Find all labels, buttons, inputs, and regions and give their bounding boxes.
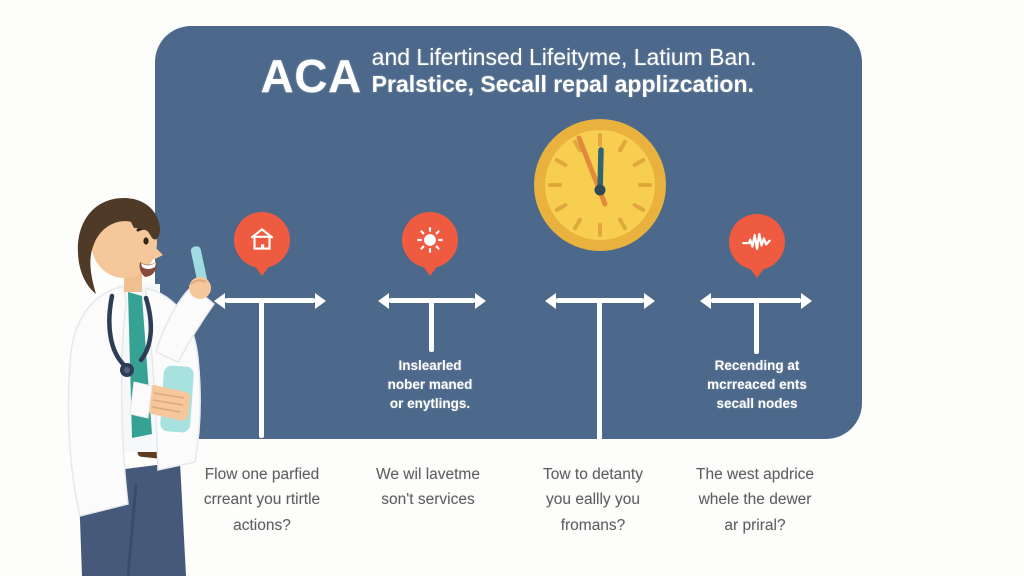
sun-icon [417,227,443,253]
board-note-1: Inslearled nober maned or enytlings. [345,357,515,414]
note-line: secall nodes [716,395,798,411]
question-2: We wil lavetme son't services [340,462,516,513]
waveform-pin-marker [729,214,785,280]
question-line: son't services [381,491,475,509]
question-line: actions? [233,516,291,534]
board-title: ACA and Lifertinsed Lifeityme, Latium Ba… [155,44,862,99]
doctor-coat [67,285,129,517]
house-pin-marker [234,212,290,278]
question-line: We wil lavetme [376,466,480,483]
timeline-stem-1 [259,300,264,438]
question-1: Flow one parfied crreant you rtirtle act… [174,462,350,538]
question-4: The west apdrice whele the dewer ar prir… [667,462,843,538]
question-3: Tow to detanty you eallly you fromans? [505,462,681,538]
note-line: nober maned [387,376,473,392]
waveform-icon [742,232,771,250]
question-line: The west apdrice [695,466,815,483]
question-line: crreant you rtirtle [203,491,321,509]
question-line: whele the dewer [698,491,812,509]
question-line: Tow to detanty [543,466,643,483]
doctor-raised-arm [155,284,216,363]
timeline-stem-4 [754,300,759,354]
timeline-stem-3 [597,300,602,440]
sun-pin-marker [402,212,458,278]
board-note-2: Recending at mcrreaced ents secall nodes [672,357,842,414]
timeline-arrow-1 [214,292,326,309]
note-line: mcrreaced ents [707,376,807,392]
board-title-line2: Pralstice, Secall repal applizcation. [371,71,754,98]
note-line: Inslearled [398,358,462,373]
question-line: ar priral? [724,516,786,534]
house-icon [250,228,274,250]
question-line: fromans? [560,516,626,534]
question-line: you eallly you [546,491,640,509]
stethoscope-icon [107,293,128,369]
note-line: Recending at [714,358,800,373]
board-title-line1: and Lifertinsed Lifeityme, Latium Ban. [371,44,757,70]
question-line: Flow one parfied [204,466,320,483]
doctor-illustration [67,198,216,576]
clock-icon [534,119,666,251]
board-title-brand: ACA [260,50,362,102]
board-title-lines: and Lifertinsed Lifeityme, Latium Ban. P… [372,44,757,98]
timeline-stem-2 [429,300,434,352]
note-line: or enytlings. [389,395,471,411]
